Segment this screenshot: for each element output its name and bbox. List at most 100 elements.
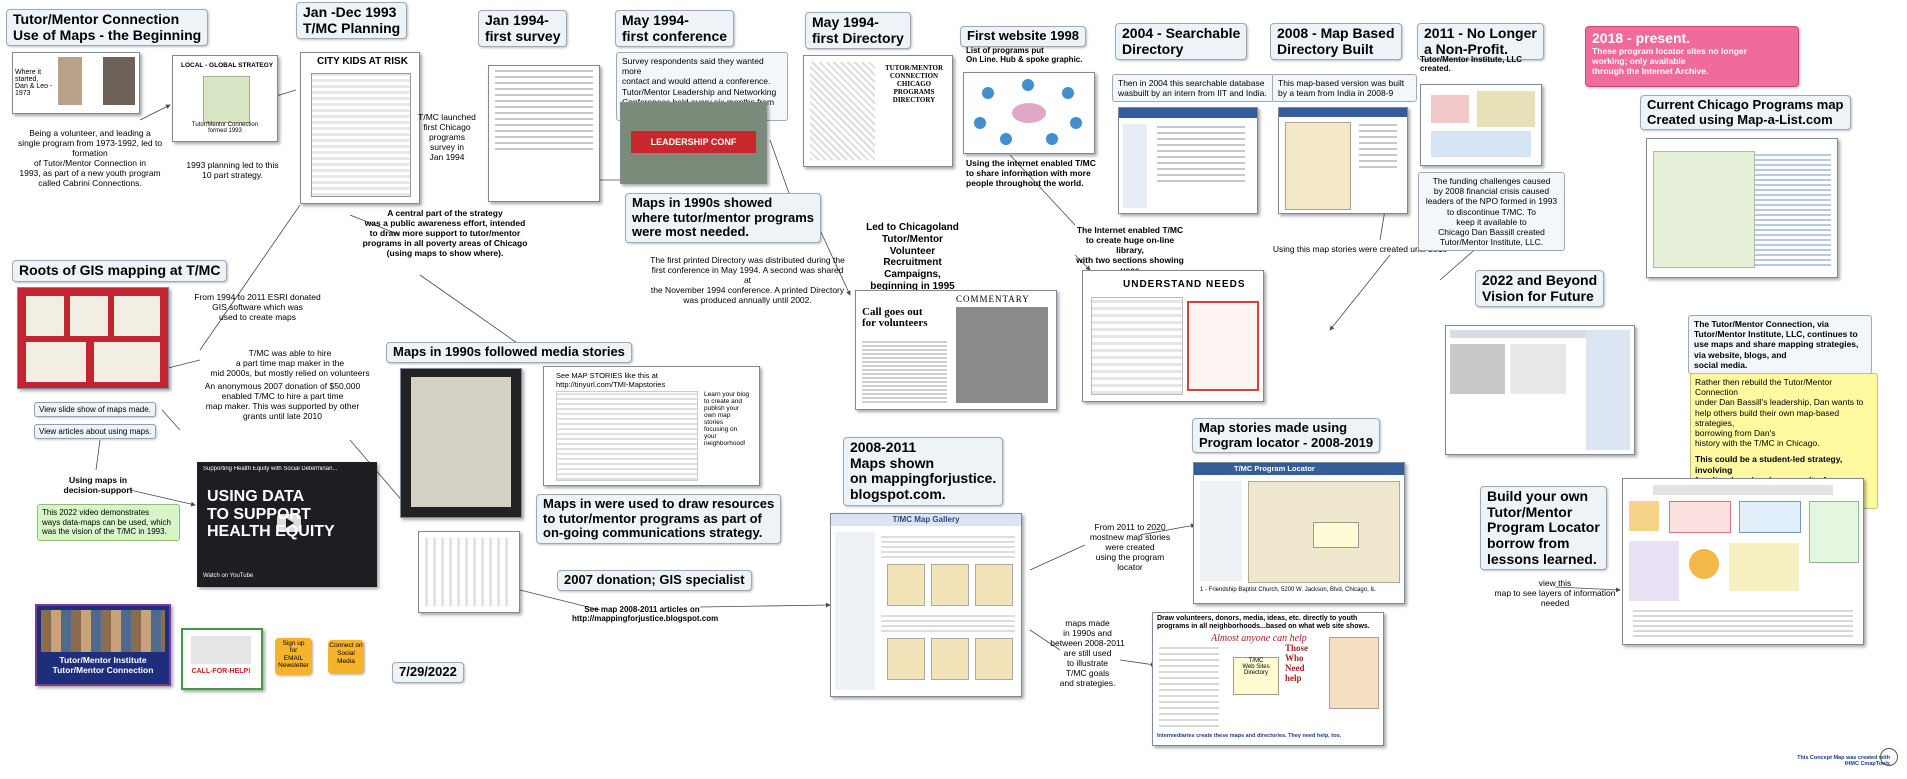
chicago-need-map [1329, 637, 1379, 709]
map-based-directory-screenshot[interactable] [1278, 107, 1408, 214]
gallery-map [975, 564, 1013, 606]
beginning-note: Being a volunteer, and leading a single … [17, 128, 163, 189]
current-chicago-map-image[interactable] [1646, 138, 1838, 278]
diagram-node [1629, 541, 1679, 601]
jan-1994-title: Jan 1994- first survey [478, 10, 568, 48]
rather-note: Rather then rebuild the Tutor/Mentor Con… [1695, 377, 1864, 449]
map-stories-until-note: Using this map stories were created unti… [1272, 244, 1448, 254]
local-global-label: LOCAL - GLOBAL STRATEGY [181, 62, 274, 69]
first-directory-image[interactable]: TUTOR/MENTOR CONNECTION CHICAGO PROGRAMS… [803, 55, 953, 167]
connect-social-button[interactable]: Connect on Social Media [328, 640, 364, 674]
blog-2008-title: 2008-2011 Maps shown on mappingforjustic… [843, 437, 1004, 506]
see-map-note[interactable]: See map 2008-2011 articles on http://map… [572, 605, 719, 624]
program-locator-header: T/MC Program Locator [1194, 463, 1404, 475]
build-locator-diagram[interactable] [1622, 478, 1864, 645]
tmc-map-gallery-screenshot[interactable]: T/MC Map Gallery [830, 513, 1022, 697]
view-articles-link[interactable]: View articles about using maps. [34, 424, 157, 439]
may-1994-conference-title: May 1994- first conference [615, 10, 735, 48]
play-triangle-icon [286, 518, 294, 528]
local-global-strategy-image[interactable]: LOCAL - GLOBAL STRATEGY Tutor/Mentor Con… [172, 55, 278, 142]
may-1994-directory-title: May 1994- first Directory [805, 12, 911, 50]
article-text [862, 339, 947, 403]
leadership-banner: LEADERSHIP CONF [631, 131, 756, 153]
gis-content [425, 538, 513, 606]
map-stories-locator-title: Map stories made using Program locator -… [1192, 418, 1381, 454]
mostnew-note: From 2011 to 2020 mostnew map stories we… [1089, 522, 1171, 573]
decision-support-note: Using maps in decision-support [63, 475, 133, 496]
nonprofit-subtitle: Tutor/Mentor Institute, LLC created. [1420, 55, 1523, 73]
needs-list [1091, 297, 1183, 395]
institute-logo[interactable]: Tutor/Mentor Institute Tutor/Mentor Conn… [35, 604, 171, 686]
present-2018-title: 2018 - present. [1592, 30, 1691, 46]
hire-note: T/MC was able to hire a part time map ma… [210, 348, 370, 379]
signup-newsletter-button[interactable]: Sign up for EMAIL Newsletter [275, 638, 312, 675]
locator-map [1285, 122, 1351, 210]
video-caption: Supporting Health Equity with Social Det… [203, 466, 338, 472]
media-stories-title: Maps in 1990s followed media stories [386, 342, 632, 363]
funding-note: The funding challenges caused by 2008 fi… [1418, 172, 1565, 252]
photo-figure [58, 57, 82, 105]
beginning-title: Tutor/Mentor Connection Use of Maps - th… [6, 9, 209, 47]
media-board-photo[interactable] [400, 368, 522, 518]
gis-specialist-screenshot[interactable] [418, 531, 520, 613]
call-for-help-photo [191, 636, 251, 664]
gallery-text [881, 534, 1015, 558]
newspaper-clippings-image[interactable]: COMMENTARY Call goes out for volunteers [855, 290, 1057, 410]
health-equity-video[interactable]: Supporting Health Equity with Social Det… [197, 462, 377, 587]
build-your-own-title: Build your own Tutor/Mentor Program Loca… [1480, 486, 1607, 571]
diagram-node [1739, 501, 1801, 533]
intermediaries-note: Intermediaries create these maps and dir… [1157, 733, 1342, 739]
directory-cover-text: TUTOR/MENTOR CONNECTION CHICAGO PROGRAMS… [884, 64, 944, 104]
gallery-map [887, 638, 925, 680]
strategy-map [203, 76, 250, 123]
article-photo [956, 307, 1048, 403]
map-stories-url[interactable]: See MAP STORIES like this at http://tiny… [556, 371, 666, 389]
commentary-label: COMMENTARY [956, 294, 1030, 304]
view-slide-show-link[interactable]: View slide show of maps made. [34, 402, 156, 417]
diagram-footer [1633, 607, 1853, 637]
donation-2007-title: 2007 donation; GIS specialist [557, 570, 752, 591]
dan-leo-photo[interactable]: Where it started, Dan & Leo - 1973 [12, 52, 140, 114]
diagram-node [1669, 501, 1731, 533]
chicago-map [1653, 151, 1755, 268]
site-sidebar [1123, 124, 1147, 208]
map-stories-image[interactable]: See MAP STORIES like this at http://tiny… [543, 366, 760, 486]
chicagoland-note: Led to Chicagoland Tutor/Mentor Voluntee… [866, 222, 959, 292]
leadership-conference-photo[interactable]: LEADERSHIP CONF [620, 102, 767, 184]
call-for-help-image[interactable]: CALL-FOR-HELP! [181, 628, 263, 690]
internet-share-note: Using the internet enabled T/MC to share… [966, 158, 1096, 189]
vision-image[interactable] [1445, 325, 1635, 455]
understand-needs-image[interactable]: UNDERSTAND NEEDS [1082, 270, 1264, 402]
gallery-map [975, 638, 1013, 680]
maps-still-used-note: maps made in 1990s and between 2008-2011… [1050, 618, 1125, 689]
searchable-directory-screenshot[interactable] [1118, 107, 1258, 214]
present-2018-box: 2018 - present. These program locator si… [1585, 26, 1799, 87]
vision-sidebar [1586, 330, 1630, 450]
tmc-center-box: T/MC Web Sites Directory [1233, 657, 1279, 695]
program-locator-screenshot[interactable]: T/MC Program Locator 1 - Friendship Bapt… [1193, 462, 1405, 604]
spoke-node [1046, 133, 1058, 145]
institute-diagram-image[interactable] [1420, 84, 1542, 166]
gallery-map [931, 564, 969, 606]
hub-spoke-graphic[interactable] [963, 72, 1095, 154]
maps-resources-title: Maps in were used to draw resources to t… [536, 494, 782, 544]
call-for-help-label: CALL-FOR-HELP! [191, 668, 251, 675]
vision-map [1510, 344, 1566, 394]
helpers-list [1159, 647, 1219, 727]
city-kids-at-risk-image[interactable]: CITY KIDS AT RISK [300, 52, 420, 204]
gis-maps-wall-photo[interactable] [17, 287, 169, 389]
locator-options [1353, 120, 1403, 172]
diagram-header [1653, 485, 1833, 495]
launched-survey-note: T/MC launched first Chicago programs sur… [418, 112, 476, 163]
gallery-map [887, 564, 925, 606]
wall-map [70, 296, 108, 336]
draw-volunteers-diagram[interactable]: Draw volunteers, donors, media, ideas, e… [1152, 612, 1384, 746]
planning-note: 1993 planning led to this 10 part strate… [186, 160, 279, 181]
city-kids-label: CITY KIDS AT RISK [317, 56, 408, 67]
map-based-directory-title: 2008 - Map Based Directory Built [1270, 23, 1402, 61]
formed-1993-label: Tutor/Mentor Connection formed 1993 [191, 122, 259, 134]
roots-gis-title: Roots of GIS mapping at T/MC [12, 260, 228, 282]
watch-on-youtube[interactable]: Watch on YouTube [203, 573, 254, 579]
first-survey-image[interactable] [488, 65, 600, 202]
draw-volunteers-title: Draw volunteers, donors, media, ideas, e… [1157, 615, 1370, 631]
